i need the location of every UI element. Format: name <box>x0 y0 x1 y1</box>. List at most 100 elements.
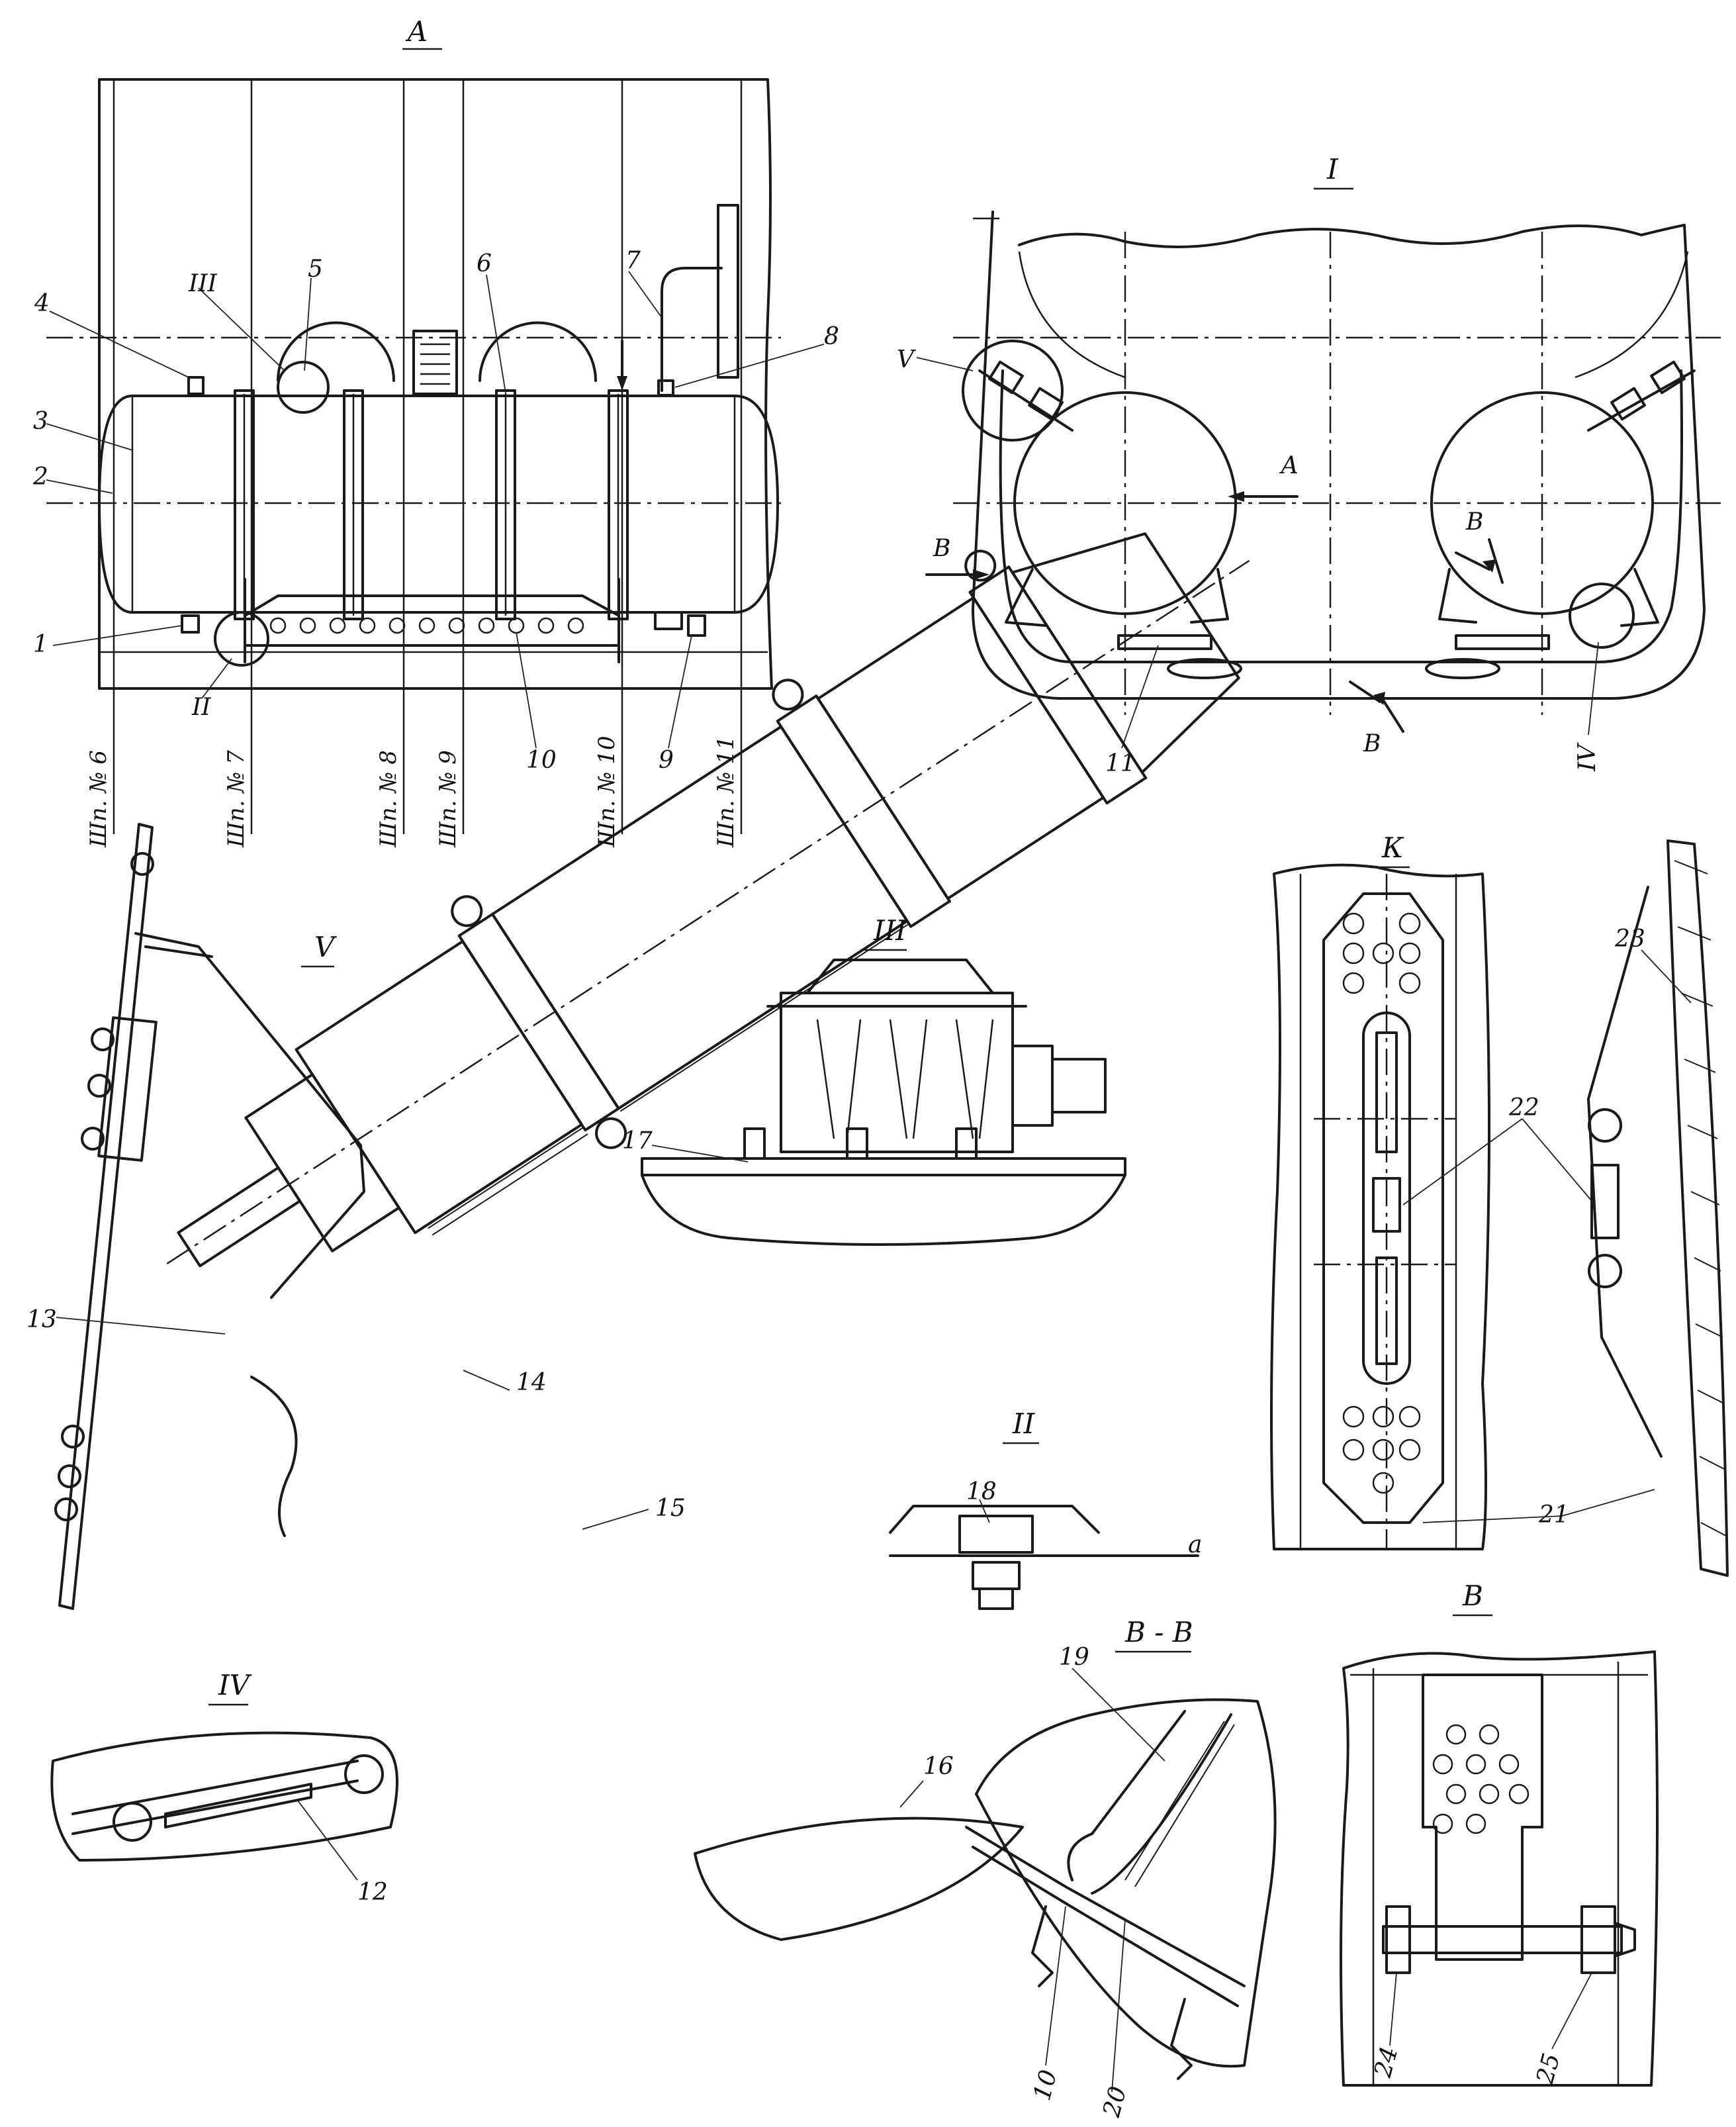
fitting-b-holes <box>1432 1724 1530 1834</box>
view-iv-title: IV <box>218 1669 252 1701</box>
view-b-outline <box>1340 1650 1659 2087</box>
drain-tube <box>250 1376 298 1537</box>
bolt-head-24 <box>1385 1905 1411 1974</box>
view-i-top-edge <box>1018 224 1686 248</box>
drain-1 <box>181 614 200 634</box>
pipe-7 <box>661 267 723 392</box>
upper-balloon-left <box>277 321 395 382</box>
section-mark-b-top <box>1488 538 1504 584</box>
left-feed-pipe <box>1117 634 1212 650</box>
callout-16: 16 <box>923 1753 954 1780</box>
callout-ii-marker: II <box>191 694 211 721</box>
wall-plate <box>58 823 154 1610</box>
view-k: К <box>1270 831 1490 1550</box>
hose-assembly <box>166 532 1250 1268</box>
union-nut <box>177 1166 302 1268</box>
nut-25 <box>1580 1905 1616 1974</box>
callout-25: 25 <box>1531 2050 1566 2087</box>
view-ii: II 18 а <box>889 1407 1202 1610</box>
section-mark-b-bottom-label: В <box>1363 730 1381 757</box>
mount-base <box>641 1174 1126 1246</box>
callout-1: 1 <box>33 631 48 658</box>
skin-panel-23 <box>1667 839 1729 1577</box>
frame-label-7: Шп. № 7 <box>223 750 250 848</box>
view-b-title: В <box>1462 1580 1483 1612</box>
callout-5: 5 <box>308 256 323 283</box>
valve-connector <box>1051 1058 1107 1113</box>
frame-label-8: Шп. № 8 <box>375 750 402 848</box>
beam-holes <box>269 617 584 634</box>
frame-label-11: Шп. № 11 <box>713 735 739 848</box>
callout-13: 13 <box>26 1306 57 1333</box>
view-a-frame <box>98 78 773 690</box>
nozzle-base <box>694 1817 1024 1941</box>
valve-cover <box>806 959 994 994</box>
frame-label-6: Шп. № 6 <box>85 750 112 848</box>
profile-pivot-upper <box>1588 1108 1622 1143</box>
skin-outer <box>965 1826 1246 1987</box>
arrow-b-label: В <box>933 535 950 562</box>
callout-24: 24 <box>1369 2044 1404 2081</box>
support-rod <box>134 932 365 1299</box>
skin-inner <box>972 1846 1239 2007</box>
tank-straps <box>234 389 629 620</box>
section-mark-b-top-label: В <box>1465 508 1483 536</box>
hose-axis <box>166 559 1250 1264</box>
section-bb-title: В - В <box>1124 1616 1193 1648</box>
right-bracket-arm <box>1575 251 1689 379</box>
callout-10: 10 <box>526 747 557 774</box>
callout-3: 3 <box>33 408 48 435</box>
callout-22: 22 <box>1508 1094 1539 1121</box>
fitting-holes-bottom <box>1342 1405 1421 1494</box>
view-k-outline <box>1270 863 1490 1550</box>
through-bolt <box>1382 1925 1623 1954</box>
detail-circle-iv <box>1569 583 1635 649</box>
callout-8: 8 <box>824 323 839 350</box>
detail-a-marker: а <box>1188 1531 1202 1558</box>
right-support-foot <box>1425 658 1500 679</box>
view-v-title: V <box>314 931 337 963</box>
fuselage-inner-shell <box>999 369 1683 663</box>
callout-19: 19 <box>1059 1644 1089 1671</box>
view-b: В 24 25 <box>1340 1580 1659 2087</box>
callout-6: 6 <box>477 250 492 277</box>
frame-label-9: Шп. № 9 <box>435 750 461 848</box>
detail-circle-iii <box>277 361 330 414</box>
nozzle-16 <box>1011 532 1240 774</box>
clamp-bracket <box>97 1016 158 1162</box>
fitting-plate-b <box>1422 1674 1543 1961</box>
callout-21: 21 <box>1538 1501 1569 1529</box>
view-iii: III 17 <box>622 914 1126 1246</box>
center-valve-spring <box>420 343 450 385</box>
profile-pivot-lower <box>1588 1254 1622 1288</box>
arrow-a-label: А <box>1279 452 1299 479</box>
stringer-19 <box>1067 1710 1186 1881</box>
tank-right-section <box>1430 391 1654 615</box>
drain-plug-18 <box>958 1515 1034 1554</box>
view-v: V <box>26 532 1250 1941</box>
callout-14: 14 <box>516 1369 547 1396</box>
upper-balloon-right <box>479 321 597 382</box>
callout-10-section: 10 <box>1028 2067 1062 2103</box>
fitting-holes-top <box>1342 912 1421 994</box>
callout-9: 9 <box>659 747 674 774</box>
fitting-8 <box>657 379 674 397</box>
pivot-right <box>344 1754 384 1794</box>
callout-v-marker: V <box>897 346 917 373</box>
left-support-foot <box>1167 658 1242 679</box>
frame-label-10: Шп. № 10 <box>594 735 620 848</box>
pivot-left <box>113 1802 152 1842</box>
drain-housing <box>889 1505 1100 1534</box>
callout-iii-marker: III <box>188 270 217 297</box>
view-iv-outline <box>50 1731 398 1862</box>
tank-body <box>98 395 779 614</box>
callout-15: 15 <box>655 1495 686 1522</box>
center-valve-housing <box>412 330 458 395</box>
mount-plate-17 <box>641 1157 1126 1176</box>
callout-2: 2 <box>32 463 48 491</box>
detail-circle-ii <box>214 611 269 667</box>
section-bb-outline <box>975 1698 1277 2068</box>
fuselage-outer-shell <box>972 211 1706 700</box>
view-i-title: I <box>1326 153 1339 185</box>
